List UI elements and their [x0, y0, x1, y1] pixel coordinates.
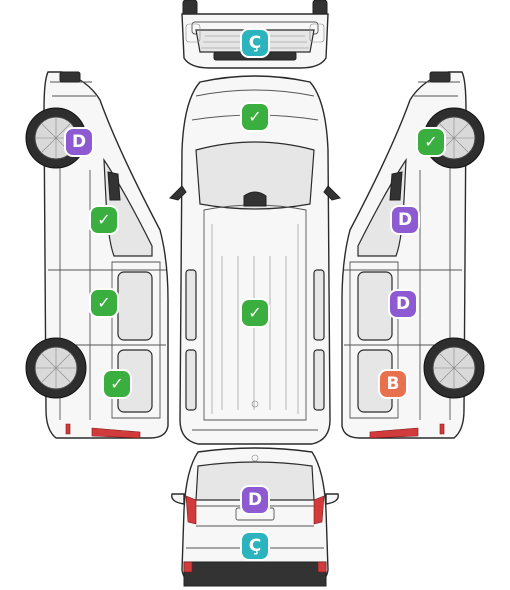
- roof-marker-code: ✓: [248, 303, 262, 322]
- top-view: [169, 75, 341, 445]
- right-front-fender-marker[interactable]: ✓: [418, 129, 444, 155]
- roof-marker[interactable]: ✓: [242, 300, 268, 326]
- left-rear-quarter-marker[interactable]: ✓: [104, 371, 130, 397]
- right-front-fender-marker-code: ✓: [424, 132, 438, 151]
- left-sliding-door-marker[interactable]: ✓: [91, 290, 117, 316]
- rear-view: [171, 447, 339, 587]
- left-front-fender-marker-code: D: [71, 131, 87, 152]
- left-sliding-door-marker-code: ✓: [97, 293, 111, 312]
- left-front-fender-marker[interactable]: D: [66, 129, 92, 155]
- right-sliding-door-marker-code: D: [395, 293, 411, 314]
- hood-marker[interactable]: ✓: [242, 104, 268, 130]
- front-bumper-marker-code: Ç: [248, 32, 262, 53]
- right-rear-quarter-marker[interactable]: B: [380, 371, 406, 397]
- left-side-view: [25, 71, 169, 439]
- right-front-door-marker[interactable]: D: [392, 207, 418, 233]
- right-side-view: [341, 71, 485, 439]
- rear-bumper-marker-code: Ç: [248, 535, 262, 556]
- left-rear-quarter-marker-code: ✓: [110, 374, 124, 393]
- tailgate-marker-code: D: [247, 489, 263, 510]
- right-rear-quarter-marker-code: B: [386, 373, 400, 394]
- right-sliding-door-marker[interactable]: D: [390, 291, 416, 317]
- right-front-door-marker-code: D: [397, 209, 413, 230]
- left-front-door-marker-code: ✓: [97, 210, 111, 229]
- front-bumper-marker[interactable]: Ç: [242, 30, 268, 56]
- hood-marker-code: ✓: [248, 107, 262, 126]
- tailgate-marker[interactable]: D: [242, 487, 268, 513]
- rear-bumper-marker[interactable]: Ç: [242, 533, 268, 559]
- left-front-door-marker[interactable]: ✓: [91, 207, 117, 233]
